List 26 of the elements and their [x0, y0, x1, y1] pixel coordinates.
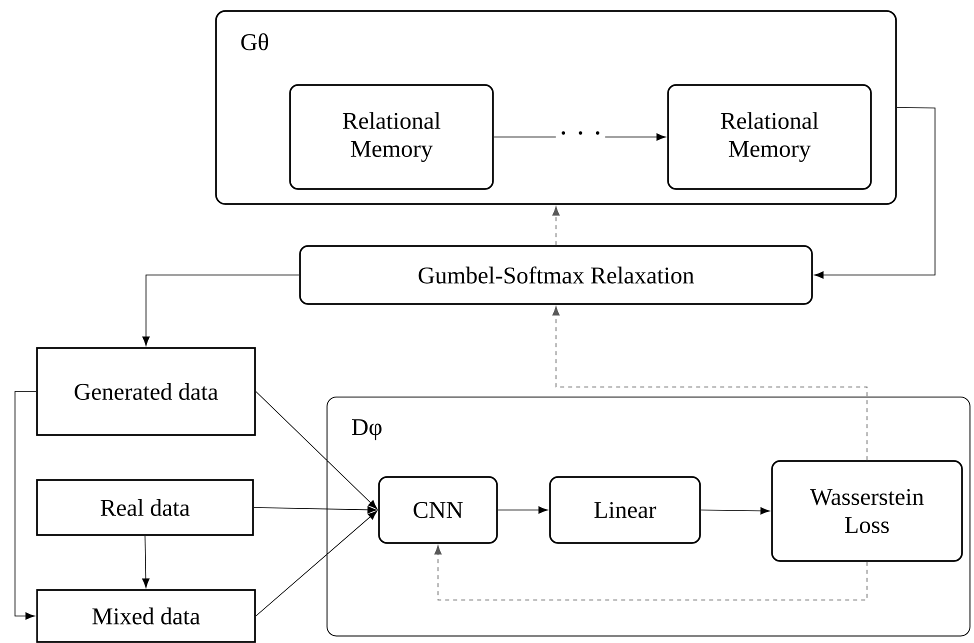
rounded-box: CNN [378, 476, 498, 544]
rounded-box: Gumbel-Softmax Relaxation [299, 245, 813, 305]
arrow [700, 507, 770, 515]
process-box: Generated data [36, 347, 256, 436]
arrow [142, 535, 150, 588]
rounded-box: Relational Memory [667, 84, 872, 190]
group-box [215, 10, 897, 205]
arrow [14, 391, 37, 620]
process-box: Mixed data [36, 589, 256, 643]
arrow [497, 506, 548, 514]
arrow [552, 306, 868, 461]
arrow [255, 510, 378, 616]
rounded-box: Linear [549, 476, 701, 544]
process-box: Real data [36, 479, 254, 536]
rounded-box: Wasserstein Loss [771, 460, 963, 562]
arrow [434, 545, 868, 600]
group-heading: Dφ [352, 419, 382, 440]
arrow [253, 506, 377, 514]
group-box [326, 396, 970, 636]
arrow [255, 391, 378, 510]
group-heading: Gθ [241, 33, 268, 50]
rounded-box: Relational Memory [289, 84, 494, 190]
arrow [142, 274, 300, 346]
arrow [814, 107, 936, 279]
arrow [552, 206, 560, 246]
edge-label: · · · [556, 128, 606, 146]
